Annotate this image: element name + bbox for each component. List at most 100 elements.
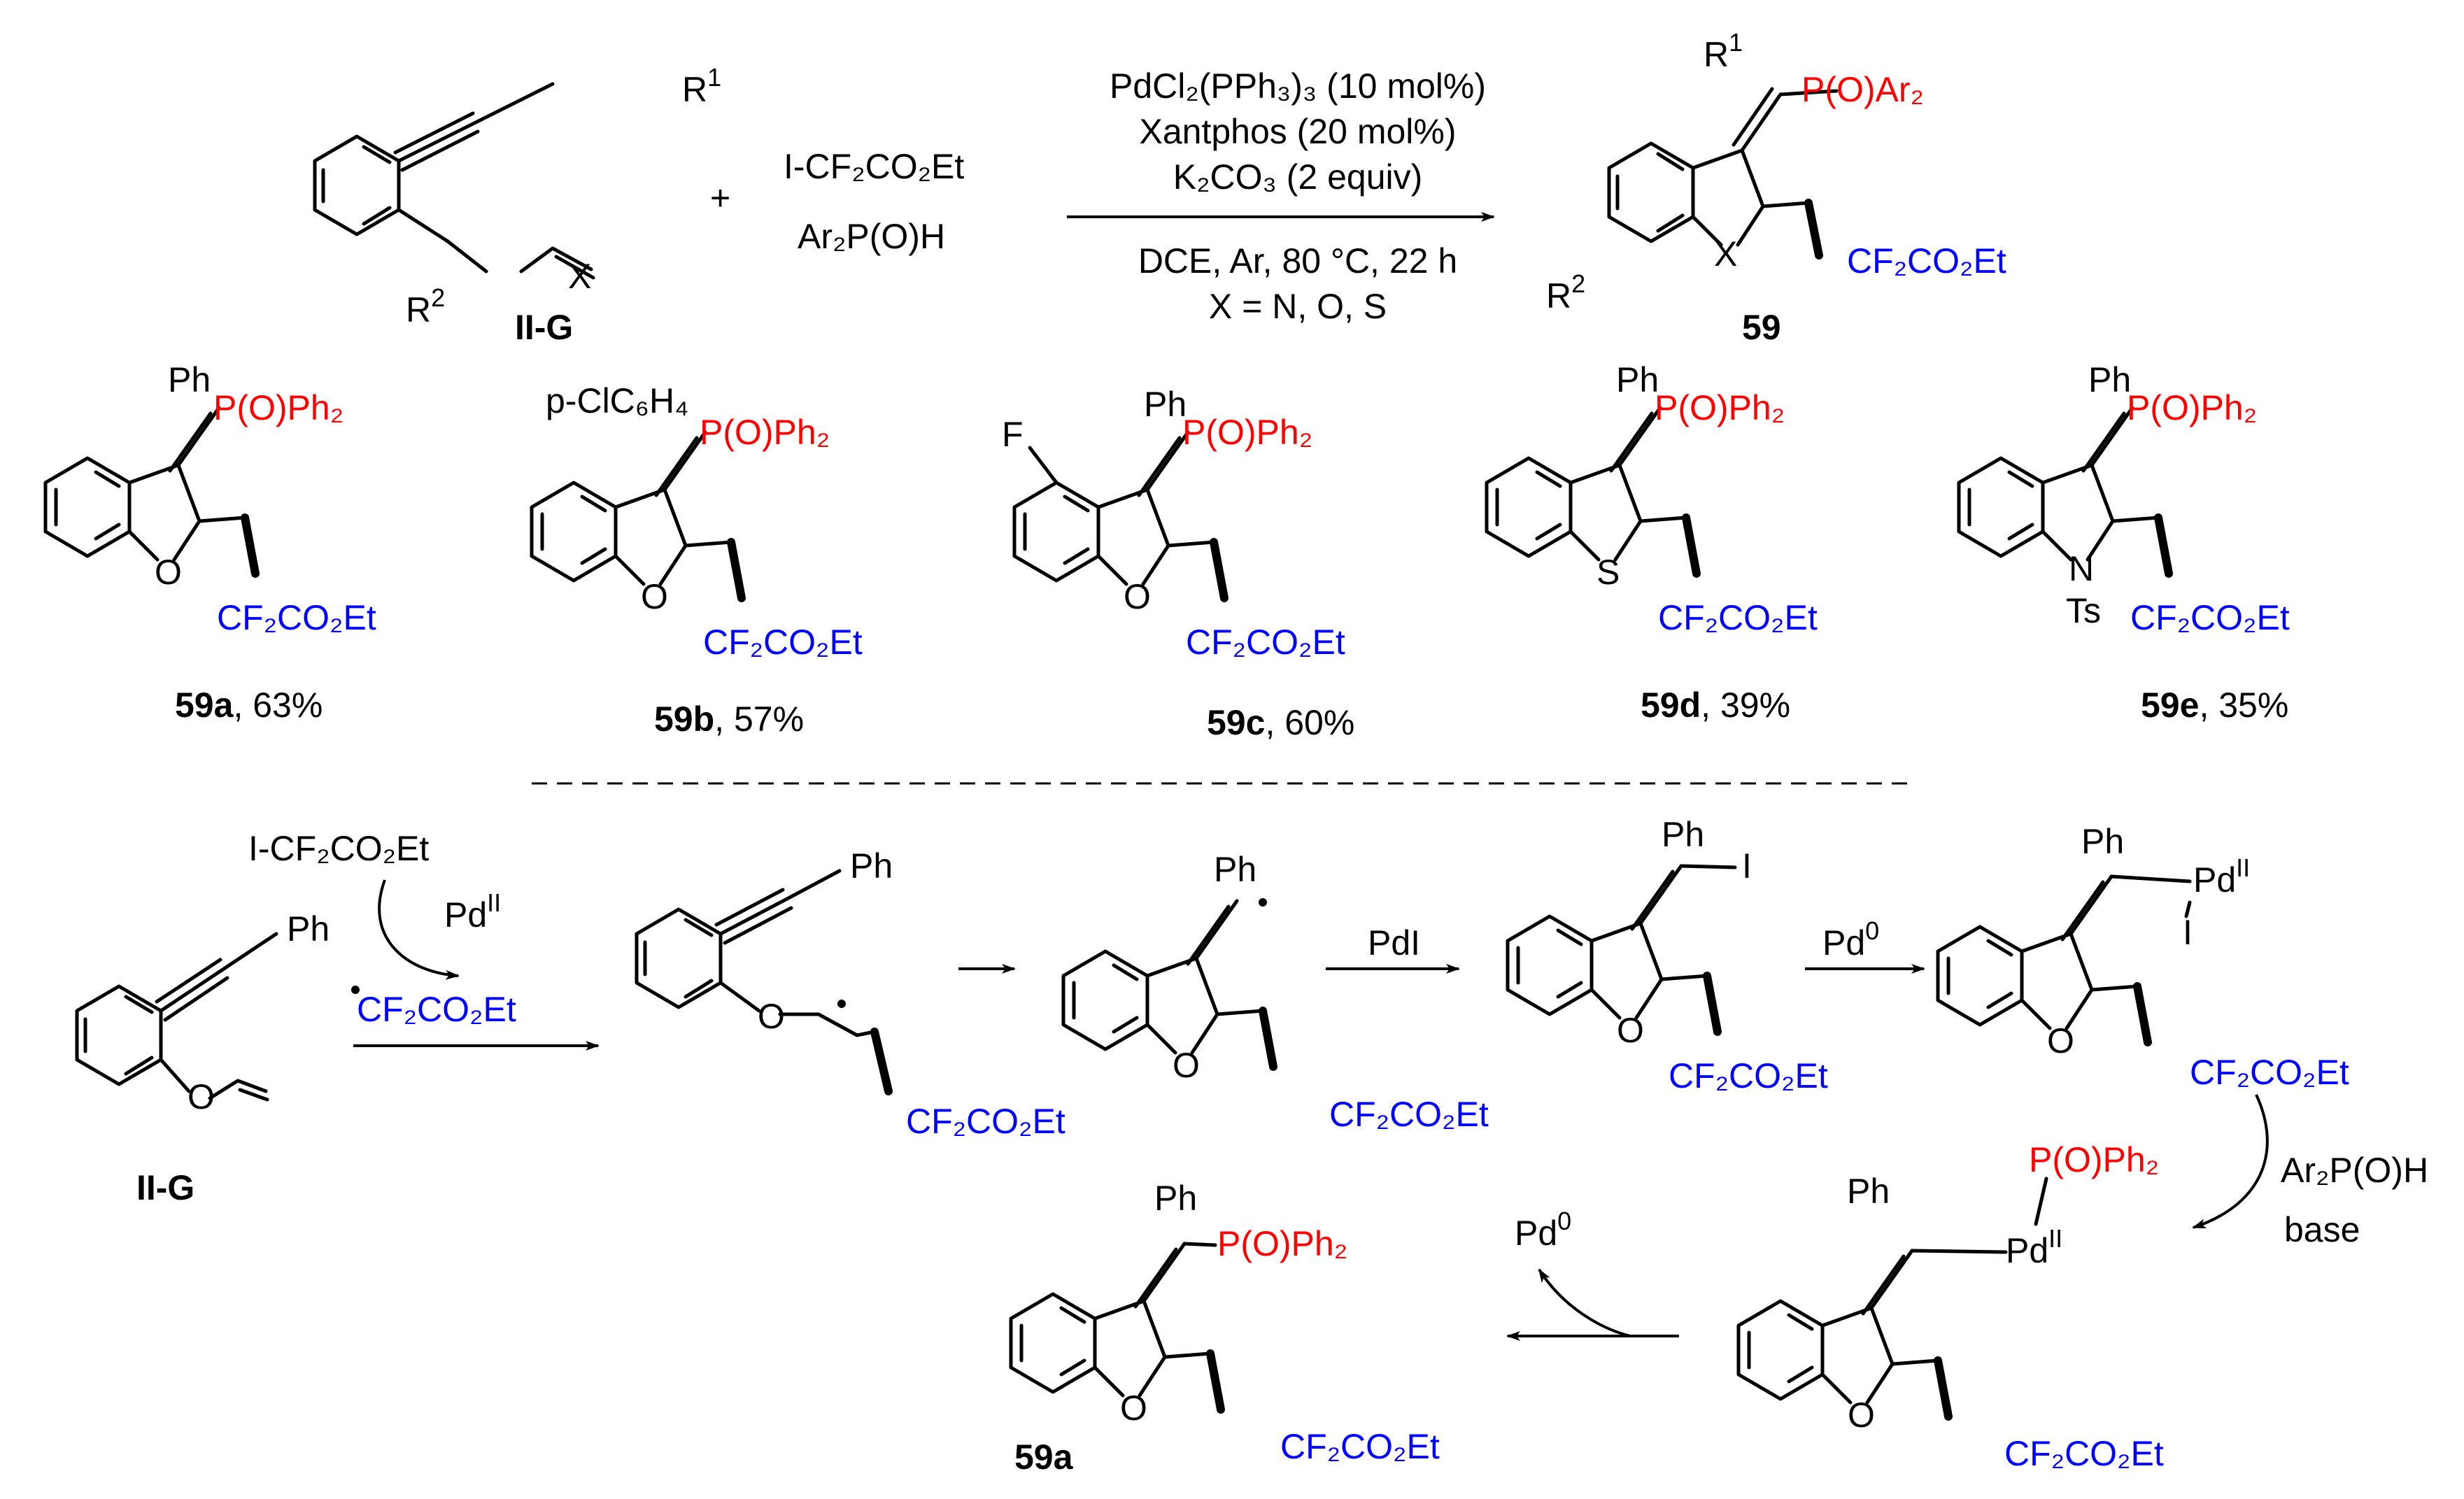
mech-oxygen: O <box>187 1077 215 1116</box>
condition-ligand: Xantphos (20 mol%) <box>1139 112 1456 151</box>
product-cf2-group: CF₂CO₂Et <box>1847 241 2006 280</box>
mech-pd2-catalyst: PdII <box>444 888 501 935</box>
substituent-r2: R2 <box>406 283 445 329</box>
substrate-label: II-G <box>515 308 573 347</box>
condition-solvent: DCE, Ar, 80 °C, 22 h <box>1138 241 1457 280</box>
mech-ph: Ph <box>1214 850 1256 889</box>
example-top-group: Ph <box>168 360 211 399</box>
example-label: 59a, 63% <box>175 685 323 725</box>
example-top-group: Ph <box>2088 360 2131 399</box>
product-label: 59 <box>1742 308 1781 347</box>
example-heteroatom: O <box>1124 577 1151 616</box>
mech-oxygen: O <box>1120 1388 1147 1428</box>
example-heteroatom: N <box>2069 549 2094 588</box>
mech-final-label: 59a <box>1014 1437 1074 1477</box>
mech-oxygen: O <box>2047 1021 2074 1060</box>
mech-ph: Ph <box>1154 1179 1197 1218</box>
mech-step-pdi: PdI <box>1368 923 1420 962</box>
mech-ligand-exchange-arrow <box>2192 1094 2269 1229</box>
mech-cf2-group: CF₂CO₂Et <box>1329 1095 1489 1134</box>
condition-catalyst: PdCl₂(PPh₃)₃ (10 mol%) <box>1110 66 1486 106</box>
mech-p-group: P(O)Ph₂ <box>2029 1140 2159 1179</box>
substrate-ii-g: R1 X R2 II-G <box>313 63 721 347</box>
mech-intermediate-pd-phosphonyl: Ph PdII P(O)Ph₂ O CF₂CO₂Et <box>1739 1140 2164 1473</box>
mech-oxygen: O <box>1848 1395 1875 1435</box>
mech-substrate-label: II-G <box>136 1168 194 1207</box>
product-r1: R1 <box>1704 28 1743 74</box>
example-cf2-group: CF₂CO₂Et <box>703 623 863 662</box>
example-substituent: Ts <box>2066 591 2101 630</box>
example-cf2-group: CF₂CO₂Et <box>1186 623 1345 662</box>
product-p-group: P(O)Ar₂ <box>1801 70 1924 109</box>
mech-cf2-group: CF₂CO₂Et <box>906 1102 1065 1141</box>
mech-pd: PdII <box>2193 853 2250 900</box>
product-59: R1 P(O)Ar₂ X R2 CF₂CO₂Et 59 <box>1546 28 2006 347</box>
example-heteroatom: O <box>155 553 182 592</box>
mech-substrate: Ph O II-G <box>75 909 330 1207</box>
mech-final-product: Ph P(O)Ph₂ O CF₂CO₂Et 59a <box>1011 1179 1440 1477</box>
mech-cf2-group: CF₂CO₂Et <box>1280 1427 1440 1466</box>
mech-iodide: I <box>2183 913 2193 952</box>
example-label: 59e, 35% <box>2141 685 2288 725</box>
mech-release-pd0: Pd0 <box>1515 1207 1571 1253</box>
example-cf2-group: CF₂CO₂Et <box>1658 598 1818 637</box>
condition-x-scope: X = N, O, S <box>1209 287 1387 326</box>
plus-sign: + <box>710 178 730 218</box>
mech-intermediate-radical-1: Ph O CF₂CO₂Et <box>635 846 1065 1141</box>
mech-reagent: I-CF₂CO₂Et <box>248 829 429 868</box>
mech-oxygen: O <box>1173 1046 1200 1085</box>
example-heteroatom: O <box>641 577 668 616</box>
mech-intermediate-vinyl-pd: Ph PdII I O CF₂CO₂Et <box>1938 822 2349 1092</box>
example-59b: p-ClC₆H₄ P(O)Ph₂ O CF₂CO₂Et 59b, 57% <box>532 381 863 739</box>
mech-step-pd0: Pd0 <box>1822 916 1879 962</box>
radical-dot <box>351 986 360 994</box>
mech-radical: CF₂CO₂Et <box>357 990 516 1029</box>
mech-ph: Ph <box>2081 822 2124 861</box>
mech-ph: Ph <box>1662 815 1704 854</box>
mech-pd: PdII <box>2006 1224 2062 1270</box>
example-p-group: P(O)Ph₂ <box>700 413 830 452</box>
example-substituent: F <box>1002 415 1024 454</box>
mech-p-group: P(O)Ph₂ <box>1217 1224 1347 1263</box>
example-cf2-group: CF₂CO₂Et <box>2130 598 2290 637</box>
product-r2: R2 <box>1546 269 1585 315</box>
example-59d: Ph P(O)Ph₂ S CF₂CO₂Et 59d, 39% <box>1487 360 1818 725</box>
example-59e: Ph P(O)Ph₂ N Ts CF₂CO₂Et 59e, 35% <box>1959 360 2290 725</box>
mech-iodide: I <box>1742 846 1752 886</box>
example-p-group: P(O)Ph₂ <box>1182 413 1312 452</box>
example-label: 59b, 57% <box>654 699 804 739</box>
mech-pd0-release-arrow <box>1538 1268 1631 1337</box>
mech-cf2-group: CF₂CO₂Et <box>2190 1053 2349 1092</box>
mech-reagent-base: base <box>2284 1210 2360 1249</box>
example-cf2-group: CF₂CO₂Et <box>217 598 376 637</box>
substituent-r1: R1 <box>682 63 721 109</box>
mech-reagent-ar2p: Ar₂P(O)H <box>2281 1151 2428 1190</box>
mech-cf2-group: CF₂CO₂Et <box>1669 1056 1828 1095</box>
mech-intermediate-vinyl-radical: Ph O CF₂CO₂Et <box>1063 850 1489 1134</box>
example-59c: F Ph P(O)Ph₂ O CF₂CO₂Et 59c, 60% <box>1002 385 1354 742</box>
example-top-group: Ph <box>1616 360 1659 399</box>
mech-radical-formation-arrow <box>378 879 460 980</box>
example-59a: Ph P(O)Ph₂ O CF₂CO₂Et 59a, 63% <box>45 360 376 725</box>
example-label: 59c, 60% <box>1207 703 1354 742</box>
mech-cf2-group: CF₂CO₂Et <box>2004 1434 2164 1473</box>
mech-oxygen: O <box>758 997 785 1036</box>
reagent-1: I-CF₂CO₂Et <box>784 147 964 186</box>
mech-intermediate-vinyl-iodide: Ph I O CF₂CO₂Et <box>1508 815 1828 1095</box>
heteroatom-x: X <box>568 257 591 296</box>
mech-ph: Ph <box>287 909 330 949</box>
example-p-group: P(O)Ph₂ <box>2127 388 2257 427</box>
mech-oxygen: O <box>1617 1011 1644 1050</box>
example-top-group: Ph <box>1144 385 1187 424</box>
example-label: 59d, 39% <box>1641 685 1790 725</box>
example-p-group: P(O)Ph₂ <box>1655 388 1785 427</box>
mech-ph: Ph <box>1847 1172 1890 1211</box>
example-top-group: p-ClC₆H₄ <box>546 381 688 420</box>
example-p-group: P(O)Ph₂ <box>213 388 344 427</box>
product-heteroatom: X <box>1714 234 1737 273</box>
reagent-2: Ar₂P(O)H <box>798 217 945 256</box>
condition-base: K₂CO₃ (2 equiv) <box>1173 157 1423 197</box>
mech-ph: Ph <box>850 846 893 886</box>
example-heteroatom: S <box>1596 553 1620 592</box>
